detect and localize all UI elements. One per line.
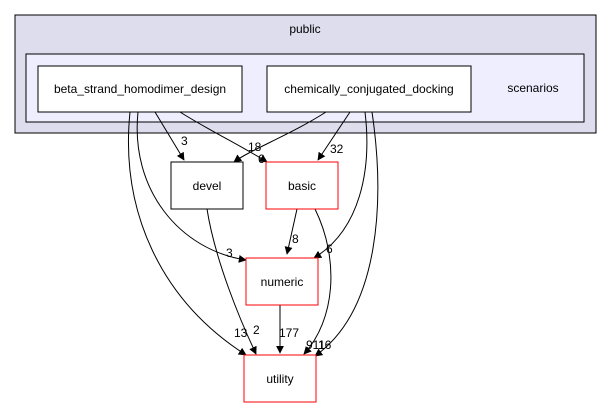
edge-label-basic-numeric: 8 [292,232,299,246]
edge-label-chem-basic: 32 [330,142,344,156]
edge-basic-numeric [284,208,298,255]
cluster-scenarios-label: scenarios [507,81,558,95]
edge-beta-utility [128,111,247,356]
node-numeric[interactable]: numeric [245,257,319,306]
node-devel[interactable]: devel [170,161,244,210]
edge-beta-numeric [136,111,247,263]
node-label: numeric [261,275,304,289]
edge-devel-utility [206,208,257,355]
edge-chem-basic [317,111,351,161]
edge-label-chem-utility: 16 [318,338,332,352]
edge-label-beta-numeric: 3 [226,246,233,260]
edge-beta-basic [179,111,268,163]
edge-label-chem-devel: 6 [258,152,265,166]
node-label: basic [288,179,316,193]
edge-beta-devel [154,111,185,161]
edge-label-devel-utility: 2 [253,323,260,337]
edge-label-numeric-utility: 177 [279,326,299,340]
edge-label-beta-devel: 3 [181,134,188,148]
node-label: beta_strand_homodimer_design [54,82,226,96]
node-chemically-conjugated-docking[interactable]: chemically_conjugated_docking [266,65,472,113]
edge-chem-devel [233,111,327,163]
edge-label-basic-utility: 911 [306,338,325,352]
edge-label-chem-numeric: 6 [326,242,333,256]
node-basic[interactable]: basic [265,161,339,210]
cluster-public-label: public [289,22,320,36]
node-label: devel [193,179,222,193]
node-beta-strand-homodimer-design[interactable]: beta_strand_homodimer_design [37,65,243,113]
edge-chem-utility [314,111,379,357]
edge-label-beta-utility: 13 [234,326,248,340]
node-utility[interactable]: utility [243,354,317,403]
edge-labels: 3 18 6 32 6 16 3 13 2 8 911 177 [181,134,344,352]
edge-label-beta-basic: 18 [248,140,262,154]
edge-chem-numeric [313,111,368,259]
node-label: chemically_conjugated_docking [284,82,453,96]
edge-basic-utility [303,208,332,355]
edges [128,111,379,357]
node-label: utility [266,372,293,386]
